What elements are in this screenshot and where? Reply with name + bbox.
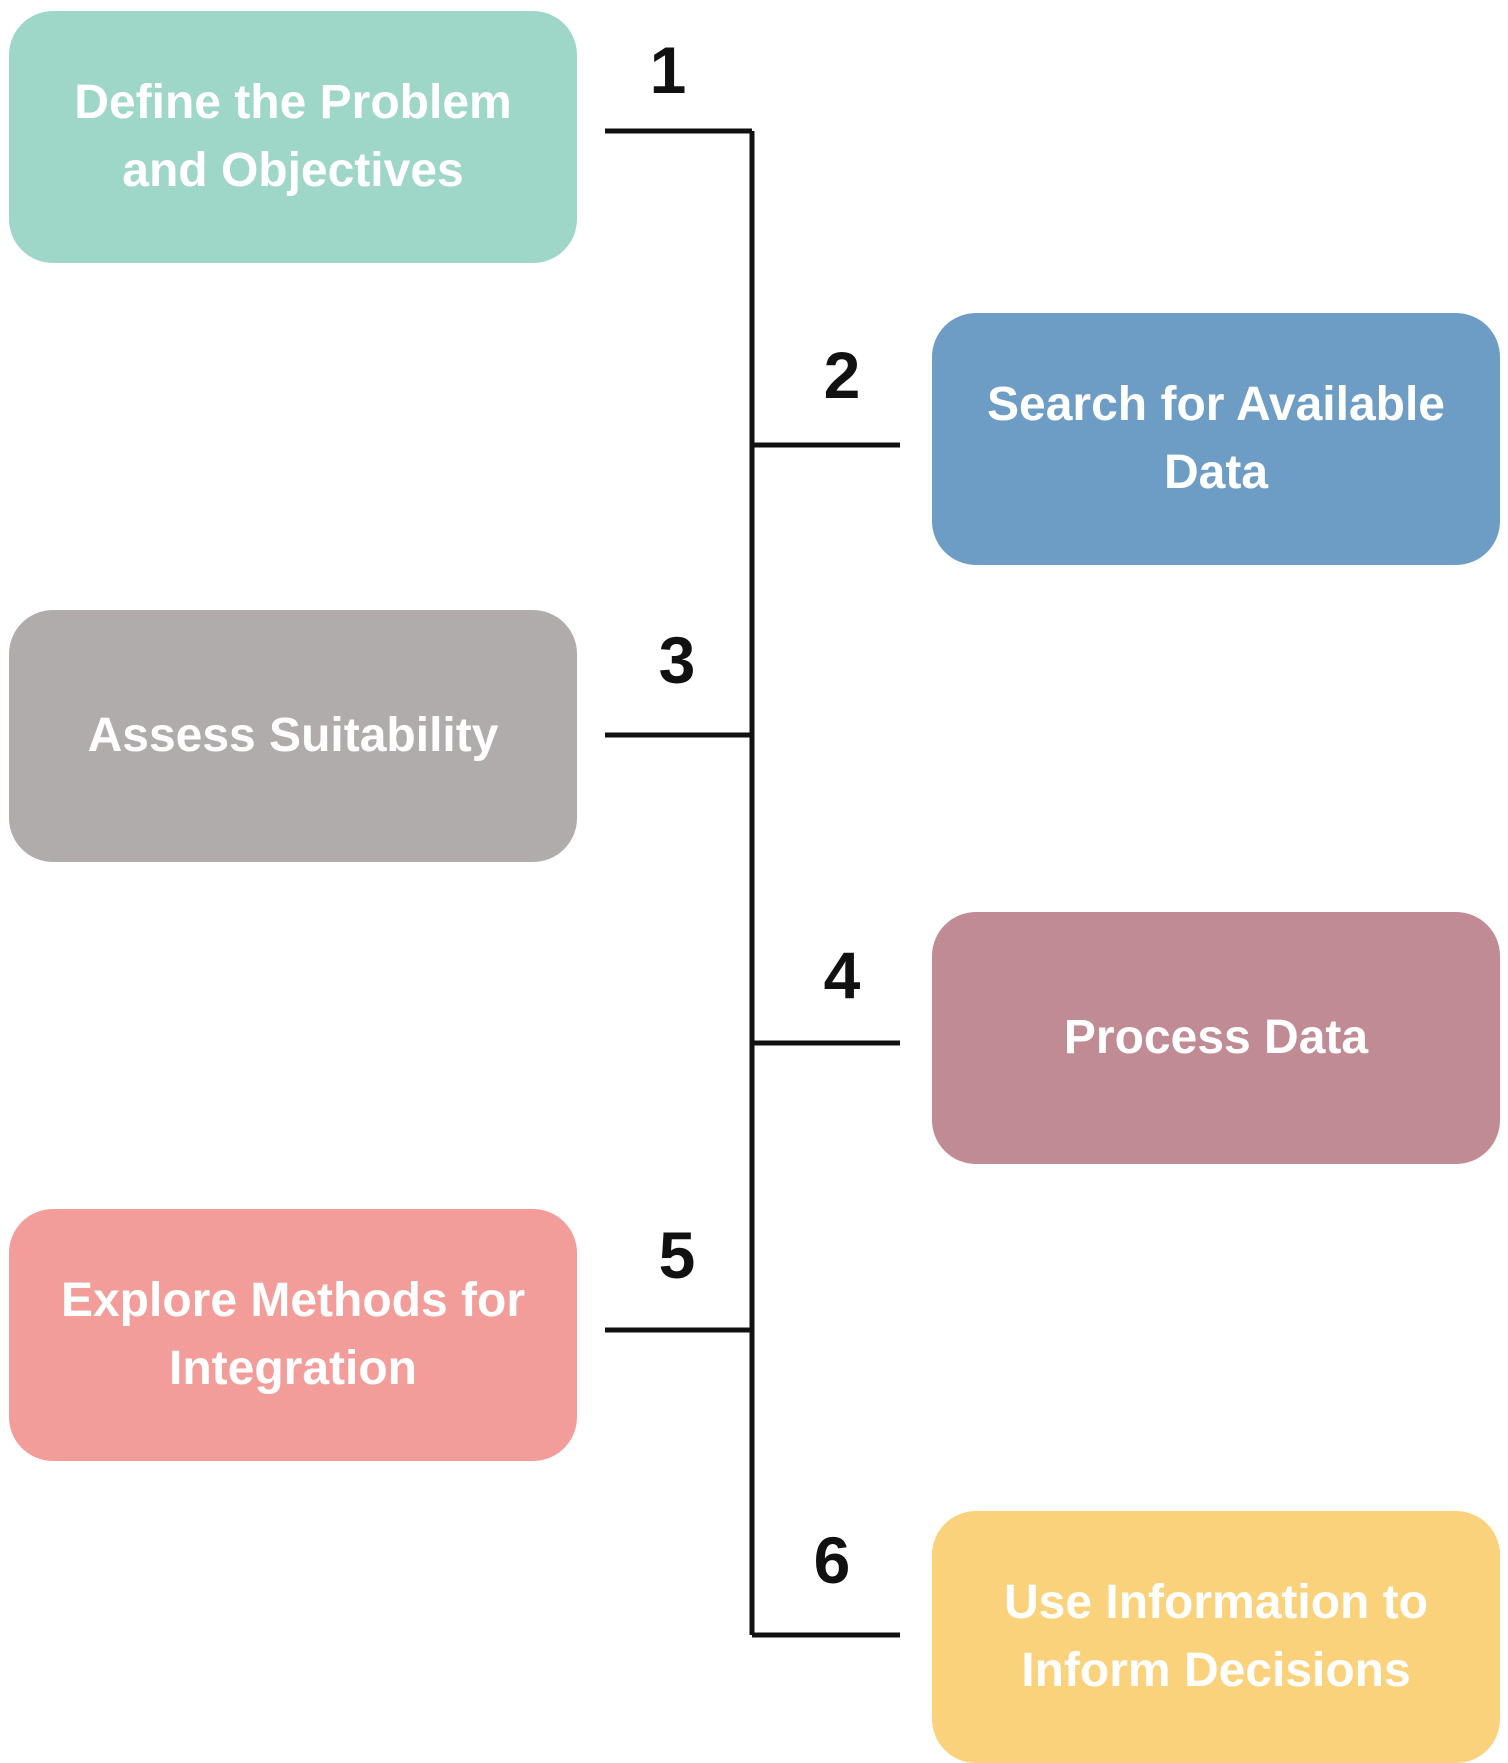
step-number: 5 [658,1218,696,1292]
step-label: Define the Problem and Objectives [74,76,512,197]
step-box-search-data: Search for Available Data [932,313,1500,565]
step-number: 2 [823,338,861,412]
step-box-process-data: Process Data [932,912,1500,1164]
step-box-assess-suitability: Assess Suitability [9,610,577,862]
step-label: Explore Methods for Integration [60,1274,526,1395]
step-number: 1 [649,33,687,107]
step-label: Search for Available Data [987,378,1445,499]
step-label: Use Information to Inform Decisions [1003,1576,1428,1697]
step-box-explore-methods: Explore Methods for Integration [9,1209,577,1461]
step-number: 6 [813,1523,851,1597]
step-label: Process Data [1063,1011,1369,1064]
step-label: Assess Suitability [87,709,499,762]
step-box-define-problem: Define the Problem and Objectives [9,11,577,263]
step-box-inform-decisions: Use Information to Inform Decisions [932,1511,1500,1763]
step-number: 3 [658,623,696,697]
step-number: 4 [823,938,861,1012]
